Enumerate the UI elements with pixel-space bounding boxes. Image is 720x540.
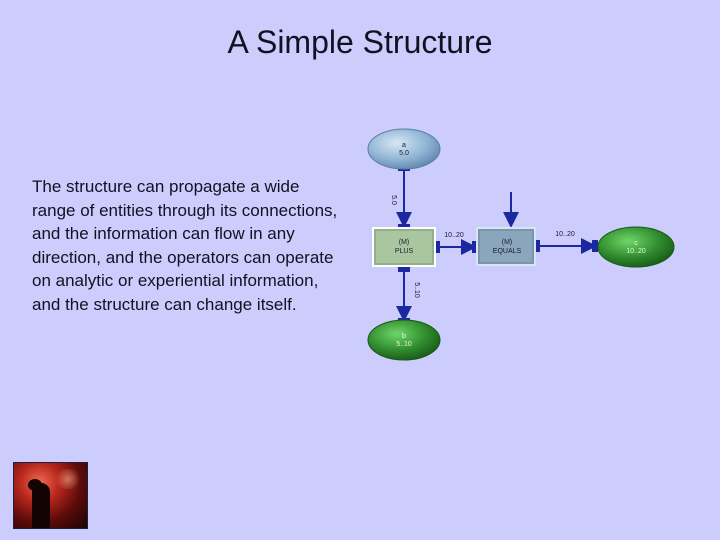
node-b: b 5..10 (367, 319, 441, 361)
edge-label-plus-to-b: 5..10 (413, 282, 420, 298)
edge-label-a-to-plus: 5.0 (390, 195, 397, 205)
node-b-name: b (402, 333, 406, 340)
node-a-value: 5.0 (399, 150, 409, 157)
edge-label-equals-to-c: 10..20 (555, 231, 575, 238)
node-a-name: a (402, 142, 406, 149)
port-plus-bottom (398, 266, 410, 272)
horsehead-nebula-image (13, 462, 88, 529)
edge-label-plus-to-equals: 10..20 (444, 232, 464, 239)
port-equals-right (534, 240, 540, 252)
port-equals-left (472, 241, 478, 253)
node-b-value: 5..10 (396, 341, 412, 348)
operator-equals-id: (M) (502, 239, 513, 246)
node-c: c 10..20 (597, 226, 675, 268)
port-c-left (592, 240, 598, 252)
operator-equals: (M) EQUALS (476, 227, 536, 266)
node-c-name: c (634, 240, 638, 247)
slide-title: A Simple Structure (227, 24, 493, 60)
structure-diagram: 5.0 5..10 10..20 10..20 a 5.0 (M) PLUS (… (367, 128, 675, 361)
operator-plus-id: (M) (399, 239, 410, 246)
operator-plus: (M) PLUS (372, 227, 436, 267)
operator-plus-label: PLUS (395, 248, 414, 255)
node-c-value: 10..20 (626, 248, 646, 255)
slide-body-text: The structure can propagate a wide range… (32, 177, 338, 314)
node-a: a 5.0 (367, 128, 441, 170)
operator-equals-label: EQUALS (493, 248, 522, 255)
port-plus-right (434, 241, 440, 253)
